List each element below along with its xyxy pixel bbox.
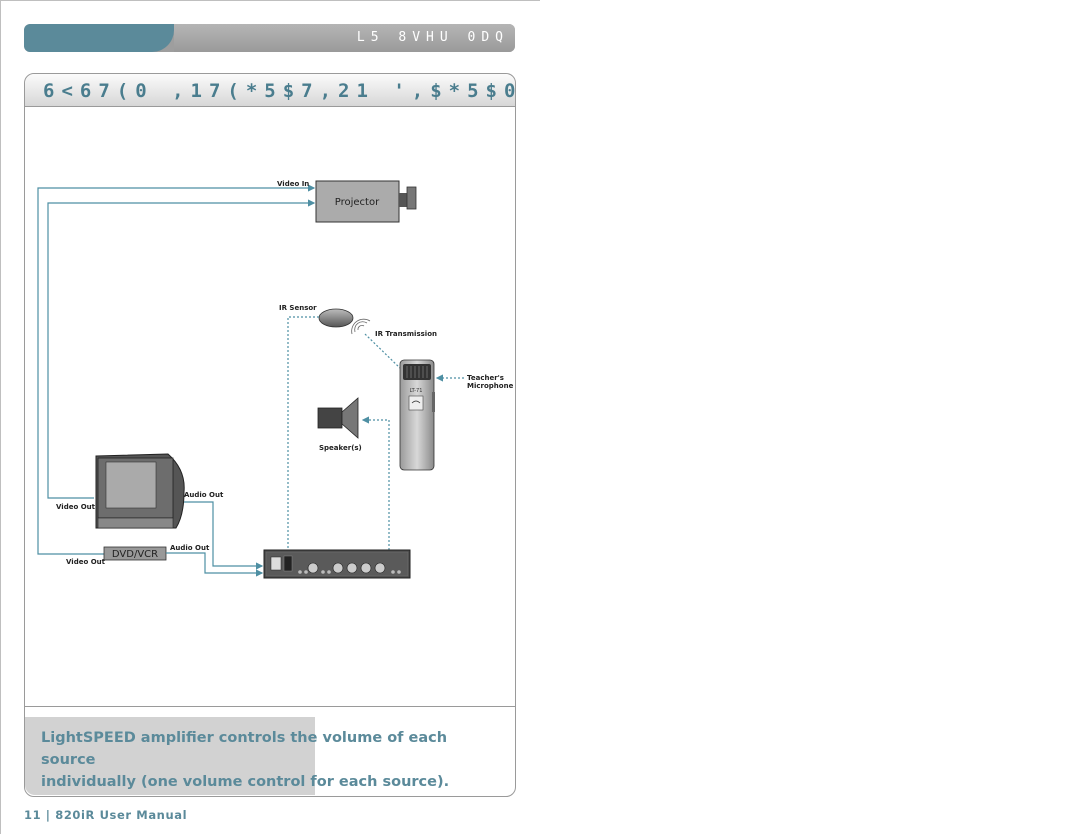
dvd-label: DVD/VCR — [112, 549, 158, 560]
caption-text: LightSPEED amplifier controls the volume… — [41, 727, 501, 793]
teachers-microphone-label-2: Microphone — [467, 382, 514, 390]
tv-audio-out-label: Audio Out — [184, 491, 224, 499]
ir-transmission-label: IR Transmission — [375, 330, 437, 338]
header-fill — [174, 24, 515, 52]
system-integration-diagram: Projector Video In IR Sensor IR Transmis… — [37, 180, 514, 579]
dvd-video-out-label: Video Out — [66, 558, 106, 566]
speaker — [317, 397, 359, 439]
running-header: L5 8VHU 0DQ — [24, 24, 515, 52]
dvd-audio-out-label: Audio Out — [170, 544, 210, 552]
amplifier-wiring-lines — [287, 316, 390, 550]
page-footer: 11 | 820iR User Manual — [24, 808, 188, 822]
projector: Projector — [315, 180, 417, 223]
section-title-band: 6<67(0 ,17(*5$7,21 ',$*5$0 — [25, 74, 515, 107]
caption-divider — [25, 706, 515, 707]
lightspeed-amplifier — [263, 549, 411, 579]
caption-line-1: LightSPEED amplifier controls the volume… — [41, 730, 448, 768]
ir-sensor-label: IR Sensor — [279, 304, 317, 312]
ir-sensor — [318, 308, 354, 328]
projector-label: Projector — [335, 197, 380, 208]
audio-connection-lines — [166, 501, 264, 577]
teachers-microphone: LT-71 — [399, 359, 435, 471]
page-left-rule — [0, 0, 1, 834]
microphone-model: LT-71 — [410, 388, 423, 394]
page-top-rule — [0, 0, 540, 1]
caption-shade — [25, 717, 315, 795]
tv-video-out-label: Video Out — [56, 503, 96, 511]
ir-waves-icon — [351, 318, 371, 335]
header-tab — [24, 24, 174, 52]
dvd-vcr: DVD/VCR — [103, 546, 167, 561]
running-title: L5 8VHU 0DQ — [356, 30, 509, 45]
television — [95, 453, 185, 529]
video-in-label: Video In — [277, 180, 309, 188]
speakers-label: Speaker(s) — [319, 444, 362, 452]
video-connection-lines — [37, 184, 316, 555]
ir-transmission-line — [364, 333, 403, 371]
teachers-microphone-label-1: Teacher's — [467, 374, 504, 382]
caption-line-2: individually (one volume control for eac… — [41, 774, 450, 790]
section-title: 6<67(0 ,17(*5$7,21 ',$*5$0 — [43, 80, 523, 102]
